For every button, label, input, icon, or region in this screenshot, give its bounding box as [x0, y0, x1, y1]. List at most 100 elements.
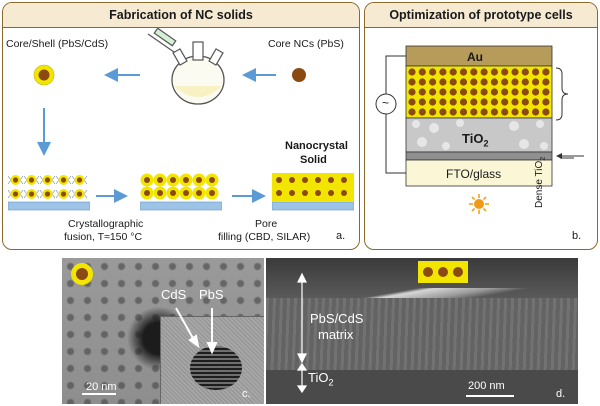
- nc-row-marker-icon: [418, 261, 468, 283]
- nanocrystal-dot: [480, 98, 488, 106]
- nanocrystal-dot: [439, 88, 447, 96]
- tem-pointer-arrows: [82, 307, 218, 395]
- nanocrystal-dot: [501, 78, 509, 86]
- fusion-label-1: Crystallographic: [68, 218, 144, 230]
- cds-label: CdS: [161, 287, 187, 302]
- panel-cells: Optimization of prototype cells: [364, 2, 598, 250]
- nanocrystal-dot: [490, 98, 498, 106]
- nanocrystal-dot: [532, 78, 540, 86]
- panel-a-letter: a.: [336, 230, 346, 242]
- nanocrystal-dot: [542, 108, 550, 116]
- nanocrystal-dot: [521, 78, 529, 86]
- nanocrystal-dot: [439, 78, 447, 86]
- pbs-crystal: [190, 346, 242, 390]
- nanocrystal-dot: [490, 108, 498, 116]
- nanocrystal-dot: [418, 108, 426, 116]
- nanocrystal-dot: [449, 98, 457, 106]
- nanocrystal-dot: [449, 68, 457, 76]
- nanocrystal-dot: [542, 78, 550, 86]
- sem-matrix: [266, 298, 578, 370]
- fusion-label-2: fusion, T≈150 °C: [64, 231, 143, 243]
- fto-label: FTO/glass: [446, 167, 502, 181]
- panel-a-title: Fabrication of NC solids: [3, 3, 359, 28]
- nanocrystal-dot: [521, 88, 529, 96]
- nanocrystal-dot: [449, 78, 457, 86]
- matrix-label-1: PbS/CdS: [310, 311, 364, 326]
- nanocrystal-dot: [459, 78, 468, 86]
- nanocrystal-dot: [459, 98, 468, 106]
- nanocrystal-solid-label-1: Nanocrystal: [285, 140, 348, 152]
- nanocrystal-dot: [459, 108, 468, 116]
- nanocrystal-dot: [470, 78, 478, 86]
- nanocrystal-dot: [490, 88, 498, 96]
- pore-label-2: filling (CBD, SILAR): [218, 231, 311, 243]
- dense-tio2-label: Dense TiO2: [534, 156, 547, 208]
- nanocrystal-dot: [542, 68, 550, 76]
- nanocrystal-dot: [418, 68, 426, 76]
- nanocrystal-dot: [408, 108, 416, 116]
- panel-b-letter: b.: [572, 230, 582, 242]
- panel-d-letter: d.: [556, 388, 566, 400]
- nanocrystal-dot: [449, 108, 457, 116]
- nanocrystal-dot: [480, 108, 488, 116]
- sem-tio2-layer: [266, 370, 578, 404]
- nanocrystal-dot: [490, 78, 498, 86]
- nanocrystal-dot: [408, 88, 416, 96]
- core-shell-marker-icon: [71, 263, 93, 285]
- nanocrystal-dot: [511, 108, 519, 116]
- nanocrystal-dot: [532, 108, 540, 116]
- fused-film: [140, 173, 222, 211]
- nanocrystal-dot: [429, 68, 437, 76]
- nanocrystal-dot: [501, 98, 509, 106]
- nanocrystal-dot: [532, 98, 540, 106]
- nanocrystal-dot: [470, 68, 478, 76]
- nanocrystal-dot: [418, 98, 426, 106]
- core-label: Core NCs (PbS): [268, 38, 344, 50]
- nanocrystal-dot: [542, 88, 550, 96]
- nanocrystal-dot: [449, 88, 457, 96]
- sem-image: [266, 258, 578, 404]
- ligand-capped-film: [8, 175, 90, 211]
- nanocrystal-dot: [459, 88, 468, 96]
- nanocrystal-dot: [532, 88, 540, 96]
- matrix-label-2: matrix: [318, 327, 354, 342]
- core-shell-label: Core/Shell (PbS/CdS): [6, 38, 109, 50]
- nanocrystal-dot: [408, 68, 416, 76]
- pbs-label: PbS: [199, 287, 224, 302]
- flask-syringe-icon: [147, 28, 225, 105]
- tio2-label: TiO2: [462, 131, 489, 149]
- nanocrystal-dot: [418, 88, 426, 96]
- nanocrystal-dot: [521, 68, 529, 76]
- core-particle-icon: [292, 68, 306, 82]
- nanocrystal-dot: [490, 68, 498, 76]
- tem-scale-label: 20 nm: [86, 381, 117, 393]
- nanocrystal-dot: [459, 68, 468, 76]
- nanocrystal-dot: [429, 108, 437, 116]
- nanocrystal-dot: [429, 98, 437, 106]
- nanocrystal-solid-label-2: Solid: [300, 154, 327, 166]
- au-label: Au: [467, 50, 483, 64]
- nanocrystal-dot: [470, 108, 478, 116]
- nanocrystal-dot: [429, 88, 437, 96]
- nanocrystal-dot: [439, 68, 447, 76]
- nanocrystal-dot: [408, 78, 416, 86]
- sem-scale-label: 200 nm: [468, 380, 505, 392]
- sem-edge: [266, 288, 578, 300]
- nanocrystal-dot: [511, 68, 519, 76]
- nanocrystal-dot: [480, 78, 488, 86]
- nanocrystal-dot: [480, 88, 488, 96]
- nanocrystal-dot: [439, 108, 447, 116]
- nanocrystal-dot: [480, 68, 488, 76]
- pore-label-1: Pore: [255, 218, 278, 230]
- core-shell-particle-icon: [33, 64, 55, 86]
- nanocrystal-dot: [511, 78, 519, 86]
- panel-c-letter: c.: [242, 388, 251, 400]
- sem-tio2-label: TiO2: [308, 370, 334, 388]
- nanocrystal-dot: [470, 98, 478, 106]
- nanocrystal-dot: [408, 98, 416, 106]
- nanocrystal-dot: [439, 98, 447, 106]
- nanocrystal-dot: [521, 108, 529, 116]
- nanocrystal-dot: [521, 98, 529, 106]
- process-arrows: [37, 68, 276, 203]
- nanocrystal-dot: [501, 108, 509, 116]
